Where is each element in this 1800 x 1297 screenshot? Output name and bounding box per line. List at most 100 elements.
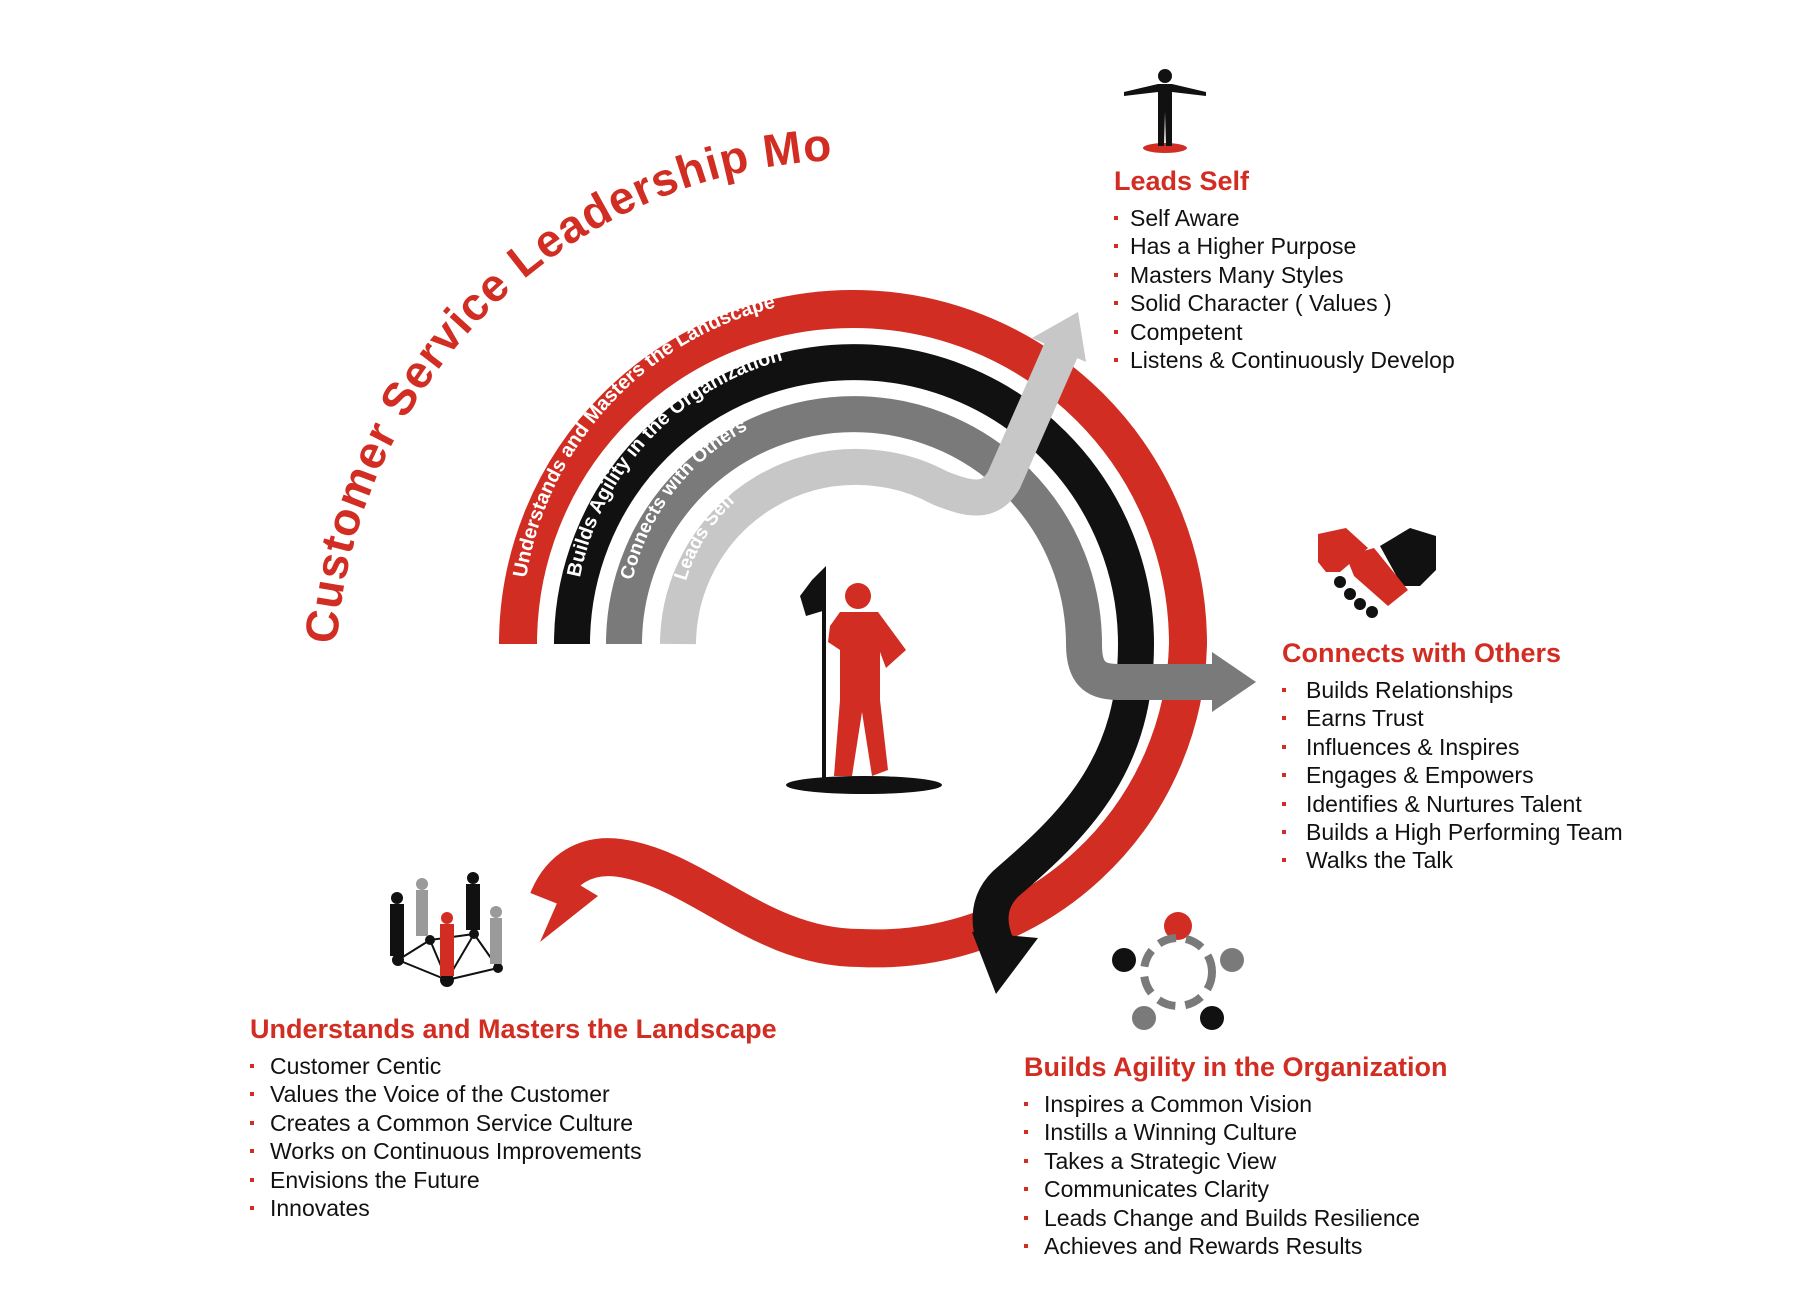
list-item: Has a Higher Purpose bbox=[1114, 232, 1455, 260]
team-circle-icon bbox=[1112, 912, 1244, 1030]
bullet-icon bbox=[1024, 1158, 1028, 1163]
list-connects: Builds Relationships Earns Trust Influen… bbox=[1282, 676, 1623, 875]
item-text: Builds a High Performing Team bbox=[1306, 819, 1623, 846]
item-text: Engages & Empowers bbox=[1306, 762, 1534, 789]
bullet-icon bbox=[1282, 688, 1286, 692]
bullet-icon bbox=[250, 1120, 254, 1125]
item-text: Masters Many Styles bbox=[1130, 261, 1344, 288]
item-text: Listens & Continuously Develop bbox=[1130, 347, 1455, 374]
list-item: Communicates Clarity bbox=[1024, 1175, 1448, 1203]
list-item: Builds a High Performing Team bbox=[1282, 818, 1623, 846]
bullet-icon bbox=[1114, 329, 1118, 334]
item-text: Creates a Common Service Culture bbox=[270, 1109, 634, 1136]
business-man-icon bbox=[1124, 69, 1206, 153]
list-item: Envisions the Future bbox=[250, 1166, 777, 1194]
list-item: Builds Relationships bbox=[1282, 676, 1623, 704]
bullet-icon bbox=[1282, 858, 1286, 863]
bullet-icon bbox=[1114, 272, 1118, 277]
list-leads-self: Self Aware Has a Higher Purpose Masters … bbox=[1114, 204, 1455, 374]
item-text: Instills a Winning Culture bbox=[1044, 1119, 1298, 1146]
item-text: Innovates bbox=[270, 1195, 370, 1222]
list-item: Solid Character ( Values ) bbox=[1114, 289, 1455, 317]
bullet-icon bbox=[250, 1206, 254, 1211]
bullet-icon bbox=[1282, 773, 1286, 778]
item-text: Earns Trust bbox=[1306, 705, 1424, 732]
item-text: Takes a Strategic View bbox=[1044, 1147, 1277, 1174]
item-text: Leads Change and Builds Resilience bbox=[1044, 1204, 1420, 1231]
landscape-arrowhead bbox=[540, 878, 598, 942]
item-text: Achieves and Rewards Results bbox=[1044, 1233, 1363, 1260]
bullet-icon bbox=[250, 1064, 254, 1068]
item-text: Has a Higher Purpose bbox=[1130, 233, 1357, 260]
item-text: Builds Relationships bbox=[1306, 677, 1514, 703]
list-item: Engages & Empowers bbox=[1282, 761, 1623, 789]
list-item: Masters Many Styles bbox=[1114, 261, 1455, 289]
item-text: Walks the Talk bbox=[1306, 847, 1453, 874]
list-item: Customer Centic bbox=[250, 1052, 777, 1080]
item-text: Communicates Clarity bbox=[1044, 1176, 1269, 1203]
connects-arrowhead bbox=[1212, 652, 1256, 712]
bullet-icon bbox=[250, 1177, 254, 1182]
section-leads-self: Leads Self Self Aware Has a Higher Purpo… bbox=[1114, 164, 1455, 374]
list-agility: Inspires a Common Vision Instills a Winn… bbox=[1024, 1090, 1448, 1260]
bullet-icon bbox=[1114, 358, 1118, 363]
section-landscape: Understands and Masters the Landscape Cu… bbox=[250, 1012, 777, 1222]
list-item: Takes a Strategic View bbox=[1024, 1147, 1448, 1175]
item-text: Inspires a Common Vision bbox=[1044, 1091, 1313, 1117]
list-item: Inspires a Common Vision bbox=[1024, 1090, 1448, 1118]
list-item: Walks the Talk bbox=[1282, 846, 1623, 874]
list-item: Listens & Continuously Develop bbox=[1114, 346, 1455, 374]
section-agility: Builds Agility in the Organization Inspi… bbox=[1024, 1050, 1448, 1260]
list-landscape: Customer Centic Values the Voice of the … bbox=[250, 1052, 777, 1222]
list-item: Innovates bbox=[250, 1194, 777, 1222]
bullet-icon bbox=[1114, 216, 1118, 220]
bullet-icon bbox=[250, 1149, 254, 1154]
list-item: Achieves and Rewards Results bbox=[1024, 1232, 1448, 1260]
item-text: Envisions the Future bbox=[270, 1166, 480, 1193]
item-text: Self Aware bbox=[1130, 205, 1240, 231]
item-text: Influences & Inspires bbox=[1306, 733, 1520, 760]
section-title-leads-self: Leads Self bbox=[1114, 166, 1250, 196]
item-text: Solid Character ( Values ) bbox=[1130, 290, 1392, 317]
list-item: Competent bbox=[1114, 318, 1455, 346]
ring-agility bbox=[554, 344, 1155, 970]
bullet-icon bbox=[1024, 1130, 1028, 1135]
bullet-icon bbox=[1024, 1215, 1028, 1220]
item-text: Works on Continuous Improvements bbox=[270, 1138, 642, 1165]
bullet-icon bbox=[1024, 1187, 1028, 1192]
section-title-connects: Connects with Others bbox=[1282, 638, 1562, 668]
item-text: Identifies & Nurtures Talent bbox=[1306, 790, 1582, 817]
item-text: Customer Centic bbox=[270, 1053, 442, 1079]
section-title-agility: Builds Agility in the Organization bbox=[1024, 1052, 1448, 1082]
leads-self-arrowhead bbox=[1032, 312, 1086, 362]
bullet-icon bbox=[250, 1092, 254, 1097]
ring-leads-self bbox=[660, 340, 1079, 645]
list-item: Leads Change and Builds Resilience bbox=[1024, 1204, 1448, 1232]
bullet-icon bbox=[1282, 801, 1286, 806]
bullet-icon bbox=[1282, 716, 1286, 721]
bullet-icon bbox=[1024, 1244, 1028, 1249]
list-item: Self Aware bbox=[1114, 204, 1455, 232]
bullet-icon bbox=[1282, 830, 1286, 835]
network-people-icon bbox=[390, 872, 503, 987]
item-text: Values the Voice of the Customer bbox=[270, 1081, 610, 1108]
handshake-icon bbox=[1318, 528, 1436, 618]
list-item: Identifies & Nurtures Talent bbox=[1282, 790, 1623, 818]
ring-connects bbox=[606, 396, 1220, 700]
list-item: Instills a Winning Culture bbox=[1024, 1118, 1448, 1146]
list-item: Works on Continuous Improvements bbox=[250, 1137, 777, 1165]
section-connects: Connects with Others Builds Relationship… bbox=[1282, 636, 1623, 875]
list-item: Creates a Common Service Culture bbox=[250, 1109, 777, 1137]
bullet-icon bbox=[1024, 1102, 1028, 1106]
section-title-landscape: Understands and Masters the Landscape bbox=[250, 1014, 777, 1044]
list-item: Earns Trust bbox=[1282, 704, 1623, 732]
agility-arrowhead bbox=[972, 932, 1038, 994]
item-text: Competent bbox=[1130, 318, 1243, 345]
list-item: Influences & Inspires bbox=[1282, 733, 1623, 761]
bullet-icon bbox=[1282, 744, 1286, 749]
bullet-icon bbox=[1114, 301, 1118, 306]
bullet-icon bbox=[1114, 244, 1118, 249]
ring-landscape bbox=[499, 290, 1208, 968]
list-item: Values the Voice of the Customer bbox=[250, 1080, 777, 1108]
